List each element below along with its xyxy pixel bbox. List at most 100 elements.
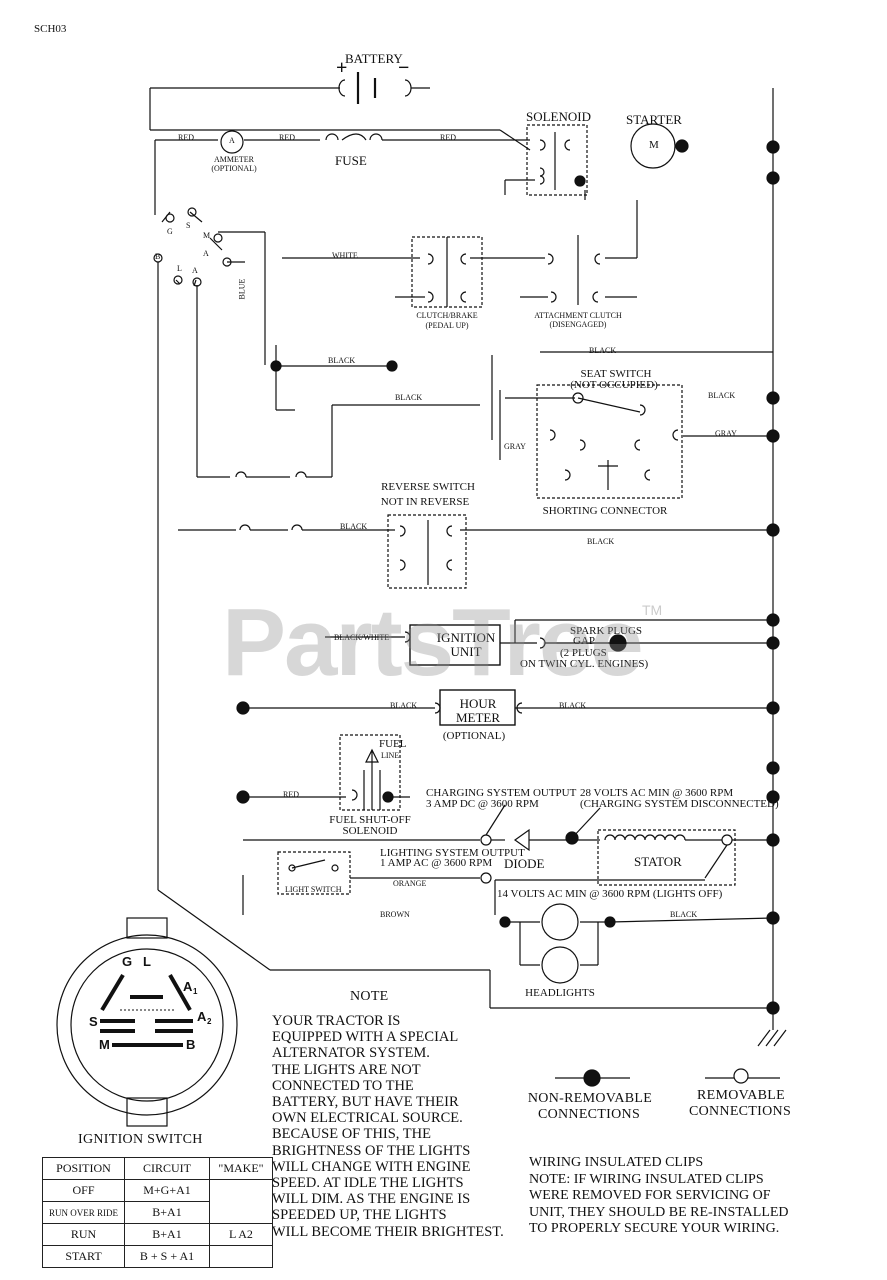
stator-coil (604, 834, 686, 841)
ammeter-optional-label: (OPTIONAL) (211, 164, 257, 173)
ac28-label: 28 VOLTS AC MIN @ 3600 RPM (580, 787, 734, 799)
ign-face-b: B (186, 1037, 196, 1052)
hour-meter-sub-label: METER (455, 710, 501, 725)
table-cell: B+A1 (124, 1223, 210, 1246)
stator-label: STATOR (634, 854, 682, 869)
ign-face-g: G (122, 954, 133, 969)
ign-terminal-g: G (167, 227, 173, 236)
clutch-brake-symbol (411, 236, 483, 308)
ign-face-a2: A (197, 1009, 207, 1024)
ammeter-label: AMMETER (214, 155, 254, 164)
headlights-symbol (499, 903, 774, 984)
spark-plug-node (609, 634, 627, 652)
wire-red-label: RED (178, 133, 194, 142)
doc-code: SCH03 (34, 23, 67, 35)
battery-minus-label: − (398, 57, 410, 79)
table-header: CIRCUIT (124, 1157, 210, 1180)
attachment-clutch-sub-label: (DISENGAGED) (549, 320, 607, 329)
wire-orange-label: ORANGE (393, 879, 427, 888)
legend-non-removable-label: NON-REMOVABLE (527, 1091, 653, 1106)
lighting-output-label: LIGHTING SYSTEM OUTPUT (380, 847, 525, 859)
wire-black-label: BLACK (390, 701, 418, 710)
wire-brown-label: BROWN (380, 910, 410, 919)
fuel-solenoid-label: FUEL SHUT-OFF (329, 814, 411, 826)
stator-box (597, 829, 736, 886)
light-switch-label: LIGHT SWITCH (285, 885, 342, 894)
wire-blue-label: BLUE (237, 278, 247, 300)
shorting-connector-label: SHORTING CONNECTOR (542, 505, 668, 517)
diode-label: DIODE (504, 856, 545, 871)
ac14-label: 14 VOLTS AC MIN @ 3600 RPM (LIGHTS OFF) (497, 888, 723, 900)
hour-meter-label: HOUR (459, 696, 497, 711)
wire-black-label: BLACK (589, 346, 617, 355)
fuel-line-sub-label: LINE (381, 751, 400, 760)
table-header: POSITION (42, 1157, 125, 1180)
ground-symbol (757, 1029, 787, 1047)
clips-note: WIRING INSULATED CLIPS NOTE: IF WIRING I… (529, 1155, 789, 1237)
fuse-symbol (325, 133, 383, 141)
clutch-brake-sub-label: (PEDAL UP) (425, 321, 469, 330)
table-cell: B + S + A1 (124, 1245, 210, 1268)
ign-terminal-m: M (203, 231, 211, 240)
seat-switch-label: SEAT SWITCH (580, 368, 652, 380)
seat-switch-symbol (536, 384, 683, 499)
ign-terminal-s: S (186, 221, 191, 230)
ammeter-a-label: A (229, 136, 235, 145)
table-cell: M+G+A1 (124, 1179, 210, 1202)
ign-face-l: L (143, 954, 151, 969)
legend-non-removable-sub-label: CONNECTIONS (537, 1107, 641, 1122)
wire-black-label: BLACK (395, 393, 423, 402)
table-cell: OFF (42, 1179, 125, 1202)
ign-face-a2-sub: 2 (207, 1017, 212, 1026)
note-title: NOTE (350, 989, 389, 1004)
ignition-circuit-table: POSITION CIRCUIT "MAKE" OFF M+G+A1 RUN O… (42, 1157, 273, 1268)
seat-switch-sub-label: (NOT OCCUPIED) (570, 379, 658, 391)
spark-twin-label: ON TWIN CYL. ENGINES) (520, 658, 649, 670)
light-switch-symbol (277, 851, 351, 895)
attachment-clutch-label: ATTACHMENT CLUTCH (534, 311, 622, 320)
wire-red-label: RED (283, 790, 299, 799)
ign-terminal-a2: A (192, 266, 198, 275)
table-row: RUN B+A1 L A2 (42, 1223, 273, 1246)
table-cell: RUN (42, 1223, 125, 1246)
wire-black-label: BLACK (670, 910, 698, 919)
ignition-unit-box (409, 624, 501, 666)
ign-terminal-b: B (155, 252, 161, 261)
clutch-brake-label: CLUTCH/BRAKE (416, 311, 478, 320)
wire-gray-label: GRAY (715, 429, 737, 438)
ignition-switch-title: IGNITION SWITCH (78, 1132, 203, 1147)
lighting-output-value: 1 AMP AC @ 3600 RPM (380, 857, 493, 869)
ignition-unit-sub-label: UNIT (450, 644, 482, 659)
starter-label: STARTER (626, 112, 682, 127)
reverse-switch-label: REVERSE SWITCH (381, 481, 475, 493)
table-cell: START (42, 1245, 125, 1268)
legend-removable-label: REMOVABLE (696, 1088, 786, 1103)
ac28-sub-label: (CHARGING SYSTEM DISCONNECTED) (580, 798, 779, 810)
fuel-solenoid-sub-label: SOLENOID (342, 825, 398, 837)
solenoid-label: SOLENOID (526, 109, 591, 124)
ign-face-m: M (99, 1037, 110, 1052)
ign-face-s: S (89, 1014, 98, 1029)
legend-non-removable-symbol (555, 1069, 630, 1087)
battery-symbol (150, 72, 430, 104)
ignition-switch-face (56, 917, 238, 1127)
table-cell (209, 1179, 273, 1224)
table-row: OFF M+G+A1 (42, 1179, 273, 1224)
starter-m-label: M (649, 139, 659, 151)
wire-red-label: RED (279, 133, 295, 142)
table-cell: L A2 (209, 1223, 273, 1246)
note-body: YOUR TRACTOR IS EQUIPPED WITH A SPECIAL … (272, 1013, 504, 1240)
charging-output-value: 3 AMP DC @ 3600 RPM (426, 798, 539, 810)
headlights-label: HEADLIGHTS (525, 987, 595, 999)
ign-terminal-l: L (177, 264, 182, 273)
table-cell: B+A1 (124, 1201, 210, 1224)
ign-terminal-a1: A (203, 249, 209, 258)
wire-black-white-label: BLACK/WHITE (334, 633, 390, 642)
fuel-line-label: FUEL (379, 738, 407, 750)
hour-meter-optional-label: (OPTIONAL) (442, 730, 506, 742)
fuse-label: FUSE (335, 153, 367, 168)
table-header: "MAKE" (209, 1157, 273, 1180)
watermark: PartsTree (222, 589, 644, 696)
ground-junctions (236, 140, 780, 1015)
